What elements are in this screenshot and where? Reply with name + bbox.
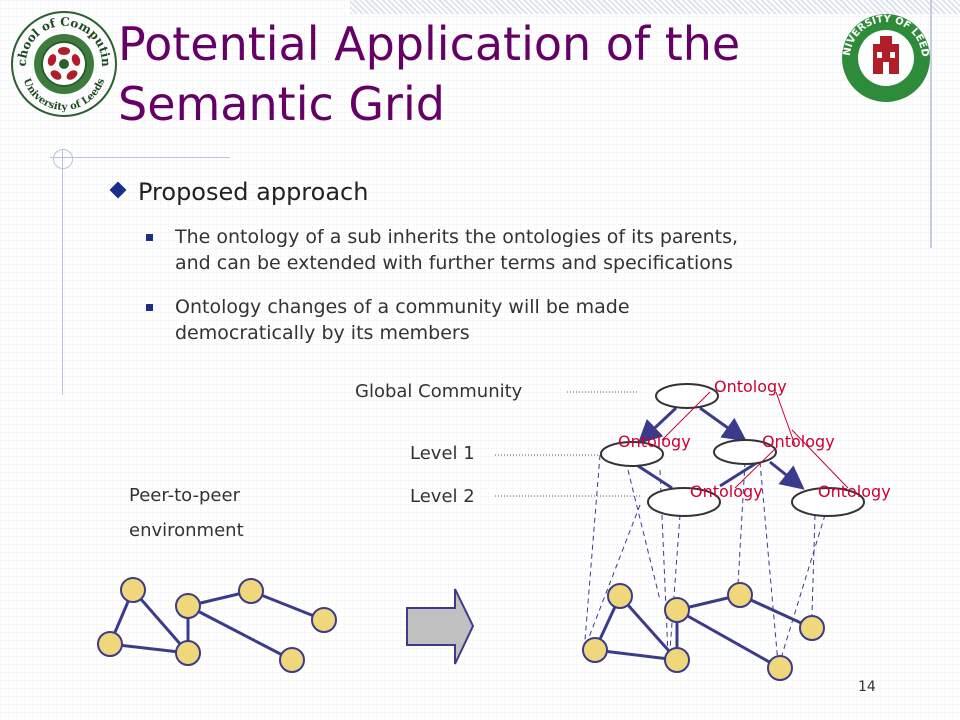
ontology-node-level-2: [647, 487, 721, 517]
peer-node: [311, 607, 337, 633]
peer-node: [175, 593, 201, 619]
ontology-node-level-1: [600, 441, 664, 467]
peer-node: [97, 631, 123, 657]
sub-bullet-line: and can be extended with further terms a…: [175, 252, 733, 274]
label-level-1: Level 1: [410, 443, 475, 464]
hierarchy-edge: [637, 406, 678, 445]
page-number: 14: [858, 679, 876, 695]
peer-node: [582, 637, 608, 663]
sub-bullet-line: Ontology changes of a community will be …: [175, 296, 630, 318]
ontology-label: Ontology: [714, 377, 787, 396]
slide-title: Potential Application of the Semantic Gr…: [118, 14, 838, 134]
sub-bullet: The ontology of a sub inherits the ontol…: [146, 224, 886, 276]
building-emblem-icon: [873, 36, 899, 74]
peer-node: [120, 577, 146, 603]
peer-node: [279, 647, 305, 673]
ontology-label: Ontology: [762, 432, 835, 451]
main-bullet: Proposed approach: [109, 178, 369, 206]
ontology-label: Ontology: [818, 482, 891, 501]
peer-node: [727, 582, 753, 608]
sub-bullet-line: The ontology of a sub inherits the ontol…: [175, 226, 739, 248]
ontology-label: Ontology: [690, 482, 763, 501]
label-peer-line-1: Peer-to-peer: [129, 485, 240, 506]
university-of-leeds-logo: UNIVERSITY OF LEEDS: [840, 12, 930, 102]
rose-emblem-icon: [34, 34, 94, 94]
sub-bullet: Ontology changes of a community will be …: [146, 294, 886, 346]
ontology-label: Ontology: [618, 432, 691, 451]
hierarchy-edge: [719, 460, 759, 488]
title-line-2: Semantic Grid: [118, 77, 445, 131]
hierarchy-edge: [769, 460, 805, 490]
label-global-community: Global Community: [355, 381, 523, 402]
sub-bullet-line: democratically by its members: [175, 322, 470, 344]
title-underline: [50, 157, 230, 158]
left-frame-line: [62, 150, 63, 395]
school-of-computing-logo: School of Computing University of Leeds: [8, 4, 117, 117]
square-bullet-icon: [146, 304, 153, 311]
projection-lines: [584, 454, 826, 669]
peer-node: [767, 655, 793, 681]
hierarchy-edge: [699, 406, 747, 442]
right-frame-line: [930, 0, 932, 248]
ontology-node-level-1: [713, 439, 777, 465]
ontology-node-level-2: [791, 487, 865, 517]
peer-node: [664, 597, 690, 623]
peer-node: [607, 583, 633, 609]
title-line-1: Potential Application of the: [118, 17, 741, 71]
peer-node: [664, 647, 690, 673]
right-arrow-icon: [406, 588, 475, 665]
label-level-2: Level 2: [410, 486, 475, 507]
ontology-node-global: [655, 383, 719, 409]
peer-node: [175, 640, 201, 666]
ontology-annotation-lines: [661, 391, 849, 489]
frame-circle-ornament: [53, 149, 73, 169]
peer-node: [238, 578, 264, 604]
square-bullet-icon: [146, 234, 153, 241]
label-peer-line-2: environment: [129, 520, 244, 541]
top-frame-band: [350, 0, 960, 14]
peer-node: [799, 615, 825, 641]
main-bullet-text: Proposed approach: [138, 178, 369, 206]
